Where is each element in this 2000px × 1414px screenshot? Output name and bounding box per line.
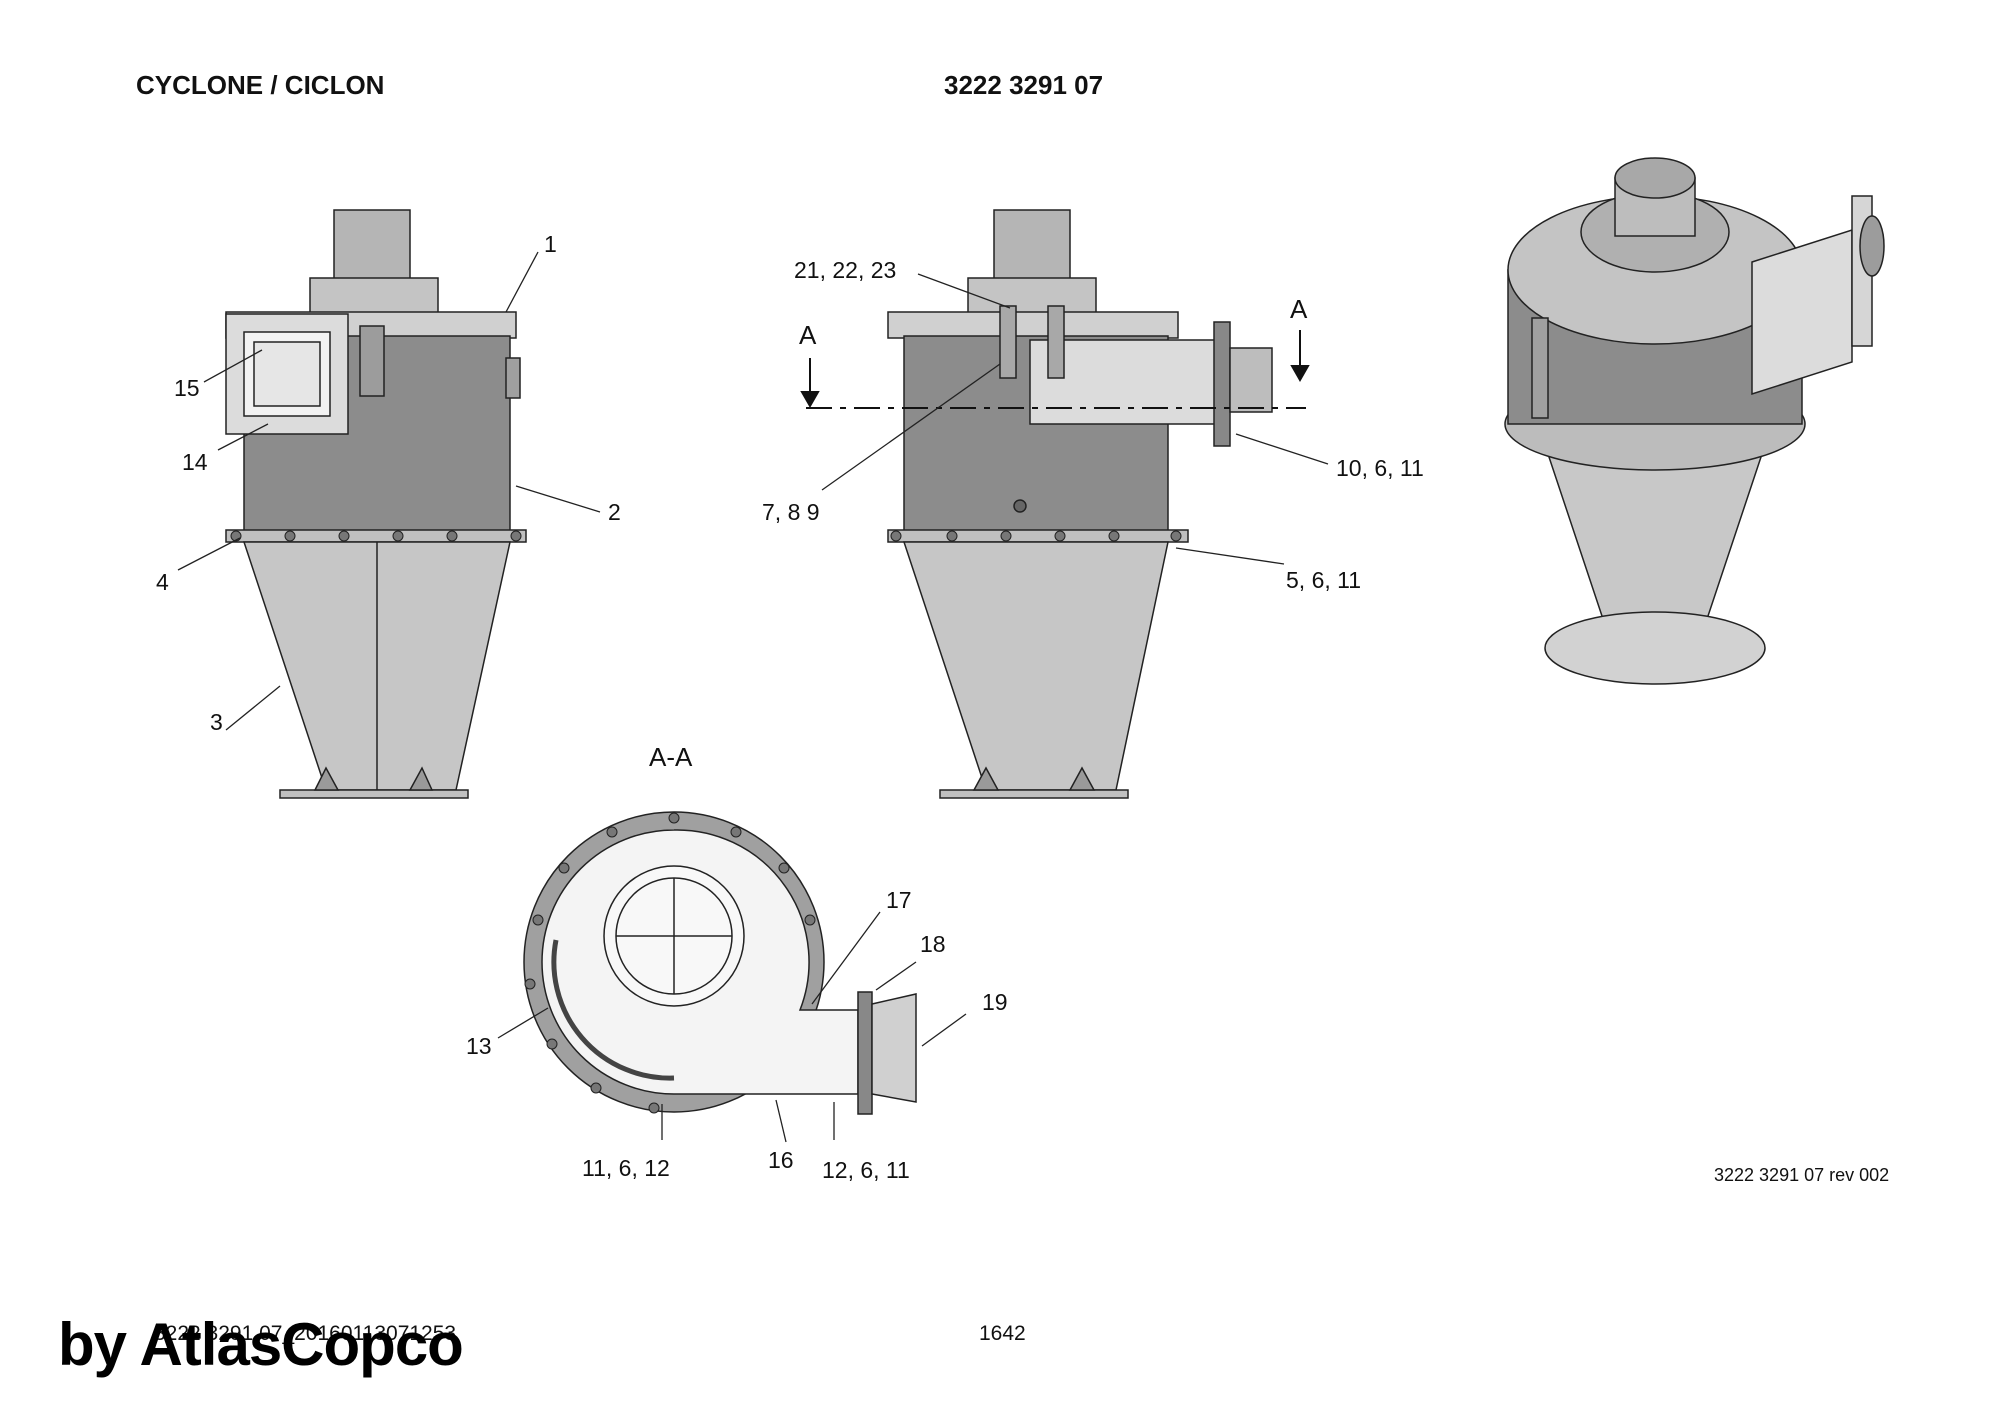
latch	[359, 325, 385, 397]
callout-10-6-11: 10, 6, 11	[1336, 455, 1424, 481]
callout-7-8-9: 7, 8 9	[762, 499, 820, 525]
drawing-title: CYCLONE / CICLON	[136, 70, 385, 100]
callout-12-6-11: 12, 6, 11	[822, 1157, 910, 1183]
callout-17: 17	[886, 887, 912, 913]
cone-side	[902, 541, 1169, 791]
iso-inlet-duct	[1751, 228, 1853, 396]
watermark: by AtlasCopco	[58, 1311, 464, 1378]
callout-4: 4	[156, 569, 169, 595]
callout-21-22-23: 21, 22, 23	[794, 257, 896, 283]
callout-13: 13	[466, 1033, 492, 1059]
base-plate	[279, 789, 469, 799]
footer-code: 3222 3291 07_20160113071253	[154, 1322, 457, 1345]
callout-3: 3	[210, 709, 223, 735]
section-title: A-A	[649, 742, 693, 772]
iso-base	[1544, 611, 1766, 685]
callout-18: 18	[920, 931, 946, 957]
section-marker-left: A	[799, 320, 817, 350]
side-view	[887, 209, 1273, 799]
callout-19: 19	[982, 989, 1008, 1015]
part-number: 3222 3291 07	[944, 70, 1104, 100]
section-inlet	[871, 993, 917, 1103]
callout-2: 2	[608, 499, 621, 525]
isometric-view	[1504, 157, 1885, 685]
outlet-pipe-side	[993, 209, 1071, 281]
leader-lines	[177, 251, 1329, 1143]
callout-1: 1	[544, 231, 557, 257]
callout-15: 15	[174, 375, 200, 401]
callout-5-6-11: 5, 6, 11	[1286, 567, 1361, 593]
outlet-pipe	[333, 209, 411, 281]
body-flange	[225, 529, 527, 543]
front-view	[225, 209, 527, 799]
top-collar	[309, 277, 439, 315]
section-bolts	[524, 812, 816, 1114]
callout-11-6-12: 11, 6, 12	[582, 1155, 670, 1181]
revision-label: 3222 3291 07 rev 002	[1714, 1165, 1890, 1185]
section-marker-right: A	[1290, 294, 1308, 324]
callout-16: 16	[768, 1147, 794, 1173]
side-flange-bolts	[890, 530, 1182, 542]
section-line	[800, 330, 1310, 409]
section-view	[523, 811, 917, 1115]
page-number: 1642	[979, 1322, 1026, 1345]
callout-14: 14	[182, 449, 208, 475]
inlet-flange-side	[1213, 321, 1231, 447]
iso-latch	[1531, 317, 1549, 419]
